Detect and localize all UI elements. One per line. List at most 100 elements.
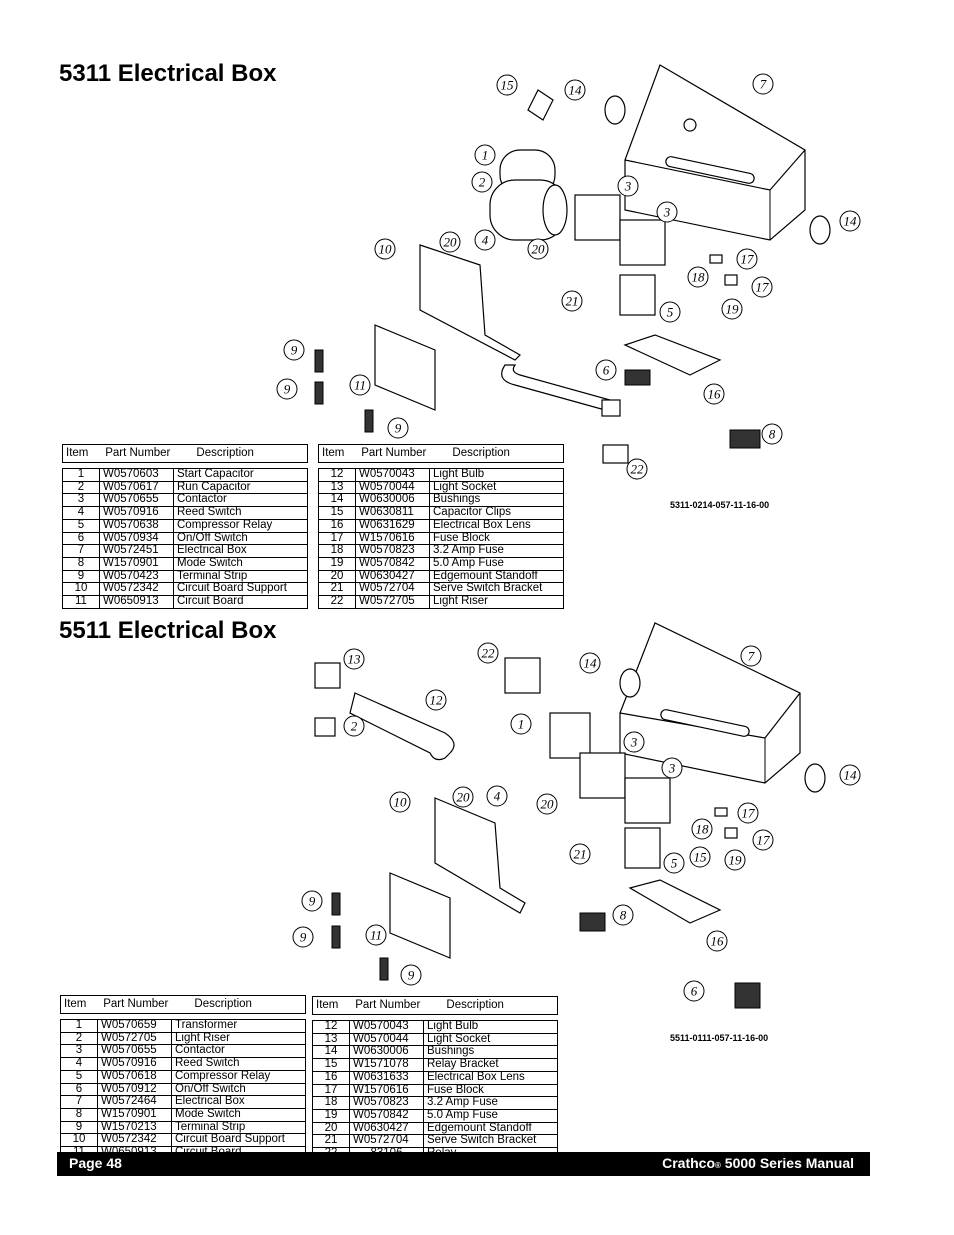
cell-item: 8 xyxy=(60,1108,98,1122)
callout-label: 8 xyxy=(769,427,776,442)
cell-part-number: W0570934 xyxy=(99,532,174,546)
callout-10: 10 xyxy=(374,238,396,260)
callout-label: 6 xyxy=(691,984,698,999)
cell-description: Relay Bracket xyxy=(423,1058,558,1072)
cell-item: 4 xyxy=(62,506,100,520)
callout-22: 22 xyxy=(626,458,648,480)
cell-part-number: W0572342 xyxy=(99,583,174,597)
cell-part-number: W0570618 xyxy=(97,1070,172,1084)
cell-part-number: W0631633 xyxy=(349,1071,424,1085)
cell-item: 15 xyxy=(318,506,356,520)
cell-description: Contactor xyxy=(171,1045,306,1059)
callout-13: 13 xyxy=(343,648,365,670)
cell-part-number: W0570638 xyxy=(99,519,174,533)
drawing-code-5511: 5511-0111-057-11-16-00 xyxy=(670,1033,769,1043)
cell-part-number: W0572705 xyxy=(97,1032,172,1046)
cell-description: Edgemount Standoff xyxy=(423,1122,558,1136)
cell-description: Capacitor Clips xyxy=(429,506,564,520)
cell-description: Serve Switch Bracket xyxy=(429,583,564,597)
cell-part-number: W0572464 xyxy=(97,1096,172,1109)
callout-12: 12 xyxy=(425,689,447,711)
cell-part-number: W0570044 xyxy=(349,1033,424,1047)
cell-part-number: W0570423 xyxy=(99,570,174,584)
callout-11: 11 xyxy=(365,924,387,946)
callout-label: 3 xyxy=(624,179,632,194)
callout-label: 4 xyxy=(494,789,501,804)
header-description: Description xyxy=(196,446,254,459)
cell-description: 3.2 Amp Fuse xyxy=(423,1097,558,1110)
callout-label: 3 xyxy=(668,761,676,776)
section-title-5311: 5311 Electrical Box xyxy=(59,60,277,87)
cell-item: 19 xyxy=(312,1109,350,1123)
cell-part-number: W1571078 xyxy=(349,1058,424,1072)
cell-item: 18 xyxy=(312,1097,350,1110)
callout-7: 7 xyxy=(740,645,762,667)
callout-9: 9 xyxy=(301,890,323,912)
callout-label: 17 xyxy=(742,806,756,821)
cell-description: Reed Switch xyxy=(171,1057,306,1071)
header-item: Item xyxy=(64,997,87,1010)
cell-item: 2 xyxy=(62,481,100,495)
callout-15: 15 xyxy=(689,846,711,868)
callout-14: 14 xyxy=(579,652,601,674)
callout-20: 20 xyxy=(452,786,474,808)
callout-label: 3 xyxy=(663,205,671,220)
cell-part-number: W1570213 xyxy=(97,1121,172,1135)
cell-item: 21 xyxy=(318,583,356,597)
cell-part-number: W0572705 xyxy=(355,595,430,609)
callout-label: 11 xyxy=(370,928,382,943)
callout-label: 9 xyxy=(408,968,415,983)
cell-item: 7 xyxy=(60,1096,98,1109)
cell-item: 9 xyxy=(62,570,100,584)
callout-label: 12 xyxy=(430,693,444,708)
callout-label: 20 xyxy=(532,242,546,257)
callout-label: 22 xyxy=(631,462,645,477)
cell-item: 8 xyxy=(62,557,100,571)
cell-part-number: W0570916 xyxy=(99,506,174,520)
callout-2: 2 xyxy=(471,171,493,193)
cell-part-number: W0631629 xyxy=(355,519,430,533)
cell-part-number: W0570043 xyxy=(355,468,430,482)
callout-label: 11 xyxy=(354,378,366,393)
circuit-board-drawing xyxy=(374,324,436,411)
cell-item: 16 xyxy=(318,519,356,533)
cell-item: 9 xyxy=(60,1121,98,1135)
callout-label: 19 xyxy=(726,302,740,317)
page-footer: Page 48 Crathco® 5000 Series Manual xyxy=(57,1152,870,1176)
cell-description: Circuit Board Support xyxy=(171,1134,306,1148)
cell-part-number: W0570617 xyxy=(99,481,174,495)
cell-description: Fuse Block xyxy=(423,1084,558,1098)
cell-item: 3 xyxy=(62,494,100,508)
callout-5: 5 xyxy=(663,852,685,874)
cell-description: 5.0 Amp Fuse xyxy=(429,557,564,571)
cell-description: Compressor Relay xyxy=(173,519,308,533)
manual-name: 5000 Series Manual xyxy=(720,1155,854,1171)
callout-20: 20 xyxy=(439,231,461,253)
cell-description: Bushings xyxy=(429,494,564,508)
registered-mark: ® xyxy=(715,1161,721,1170)
cell-description: Transformer xyxy=(171,1019,306,1033)
header-part-number: Part Number xyxy=(103,997,169,1010)
callout-14: 14 xyxy=(839,764,861,786)
callout-label: 1 xyxy=(482,148,489,163)
callout-2: 2 xyxy=(343,715,365,737)
cell-item: 18 xyxy=(318,545,356,558)
callout-18: 18 xyxy=(691,818,713,840)
cell-description: On/Off Switch xyxy=(173,532,308,546)
callout-9: 9 xyxy=(283,339,305,361)
section-title-5511: 5511 Electrical Box xyxy=(59,617,277,644)
cell-description: 3.2 Amp Fuse xyxy=(429,545,564,558)
